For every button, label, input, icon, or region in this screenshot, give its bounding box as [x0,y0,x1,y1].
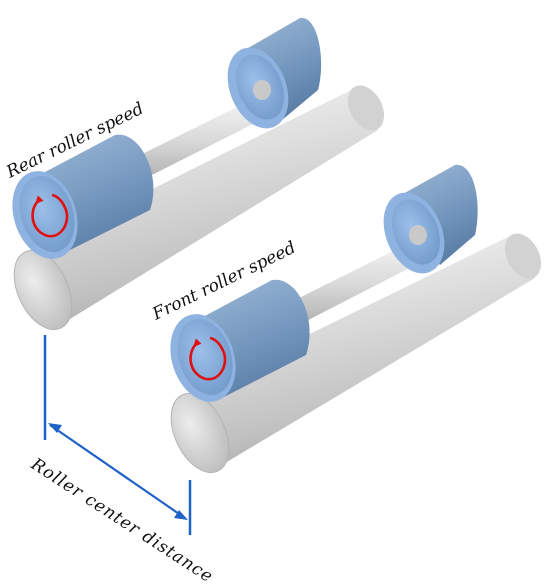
rear-near-cap [12,134,154,259]
front-bottom-roller [185,235,535,472]
rear-top-shaft [120,98,265,186]
rear-bottom-roller [30,88,378,330]
front-far-cap [383,164,478,274]
rear-roller-assembly [12,17,385,331]
rear-far-cap [227,17,322,129]
front-bottom-roller-end [170,392,230,474]
front-near-cap [170,279,310,402]
front-rotation-arrow-icon [189,336,227,381]
front-top-shaft [275,240,425,332]
rear-rotation-arrow-icon [31,193,69,238]
rear-bottom-roller-end [13,249,73,331]
center-distance-dimension [43,335,192,535]
front-roller-assembly [170,164,542,474]
